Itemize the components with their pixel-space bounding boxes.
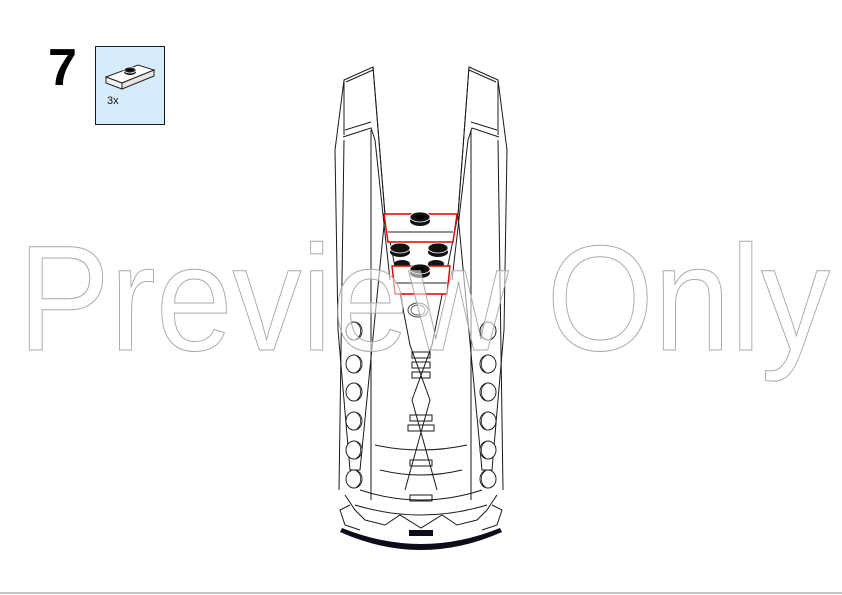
step-number: 7 xyxy=(48,39,77,97)
technic-holes-right xyxy=(479,321,497,489)
page-footer-divider xyxy=(0,592,842,594)
parts-callout: 3x xyxy=(95,46,165,125)
highlighted-new-parts xyxy=(383,211,458,318)
technic-holes-left xyxy=(345,321,363,489)
jumper-plate-icon xyxy=(104,64,156,90)
part-quantity: 3x xyxy=(107,95,119,107)
